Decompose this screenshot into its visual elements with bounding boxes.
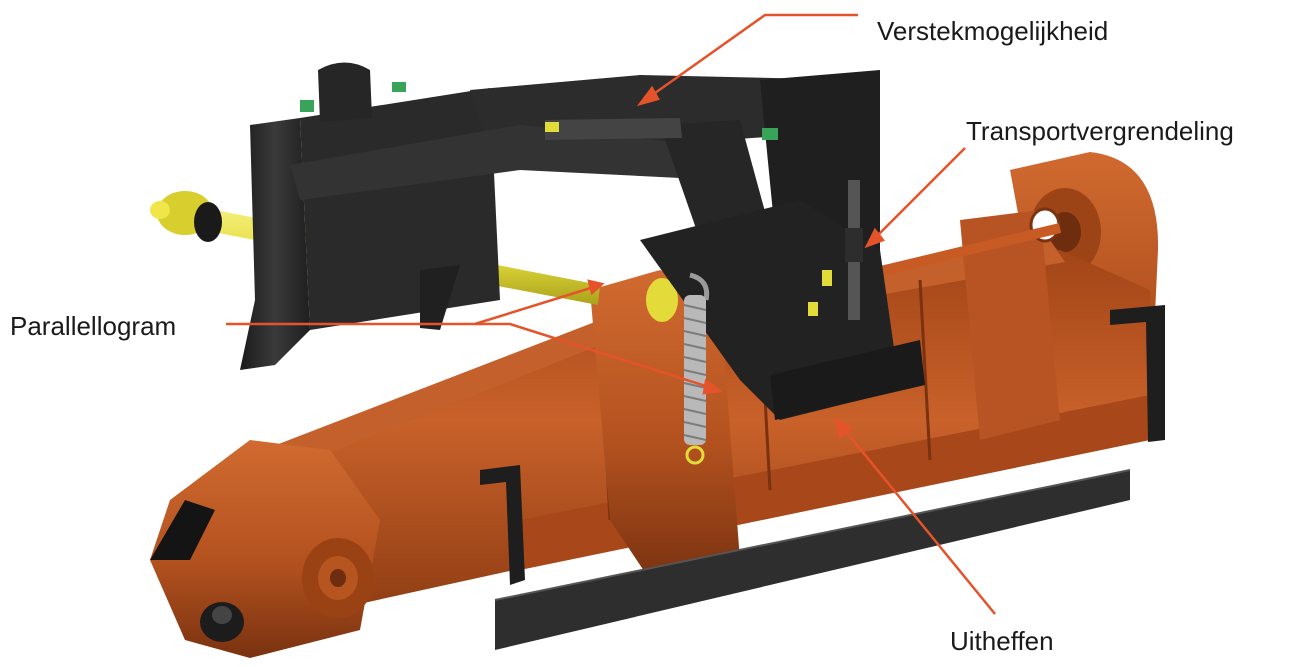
annotation-leaders [226, 13, 996, 615]
parallelogram-arrowhead-upper [587, 279, 605, 296]
label-verstekmogelijkheid: Verstekmogelijkheid [877, 16, 1109, 46]
transport-lock-arrowhead [864, 227, 886, 249]
lift-arrowhead [834, 417, 854, 440]
hitch-frame [240, 62, 925, 420]
brush-strip [494, 469, 1131, 650]
label-transportvergrendeling: Transportvergrendeling [966, 116, 1234, 146]
transport-lock-leader [872, 147, 966, 241]
lift-leader [842, 427, 996, 615]
label-parallellogram: Parallellogram [10, 311, 177, 341]
parallelogram-arrowhead-lower [702, 378, 724, 395]
miter-leader [647, 13, 858, 100]
parallelogram-leader-lower [475, 322, 713, 390]
miter-arrowhead [636, 85, 660, 107]
tension-spring [683, 272, 710, 465]
side-brackets [480, 305, 1165, 585]
label-uitheffen: Uitheffen [950, 626, 1054, 656]
